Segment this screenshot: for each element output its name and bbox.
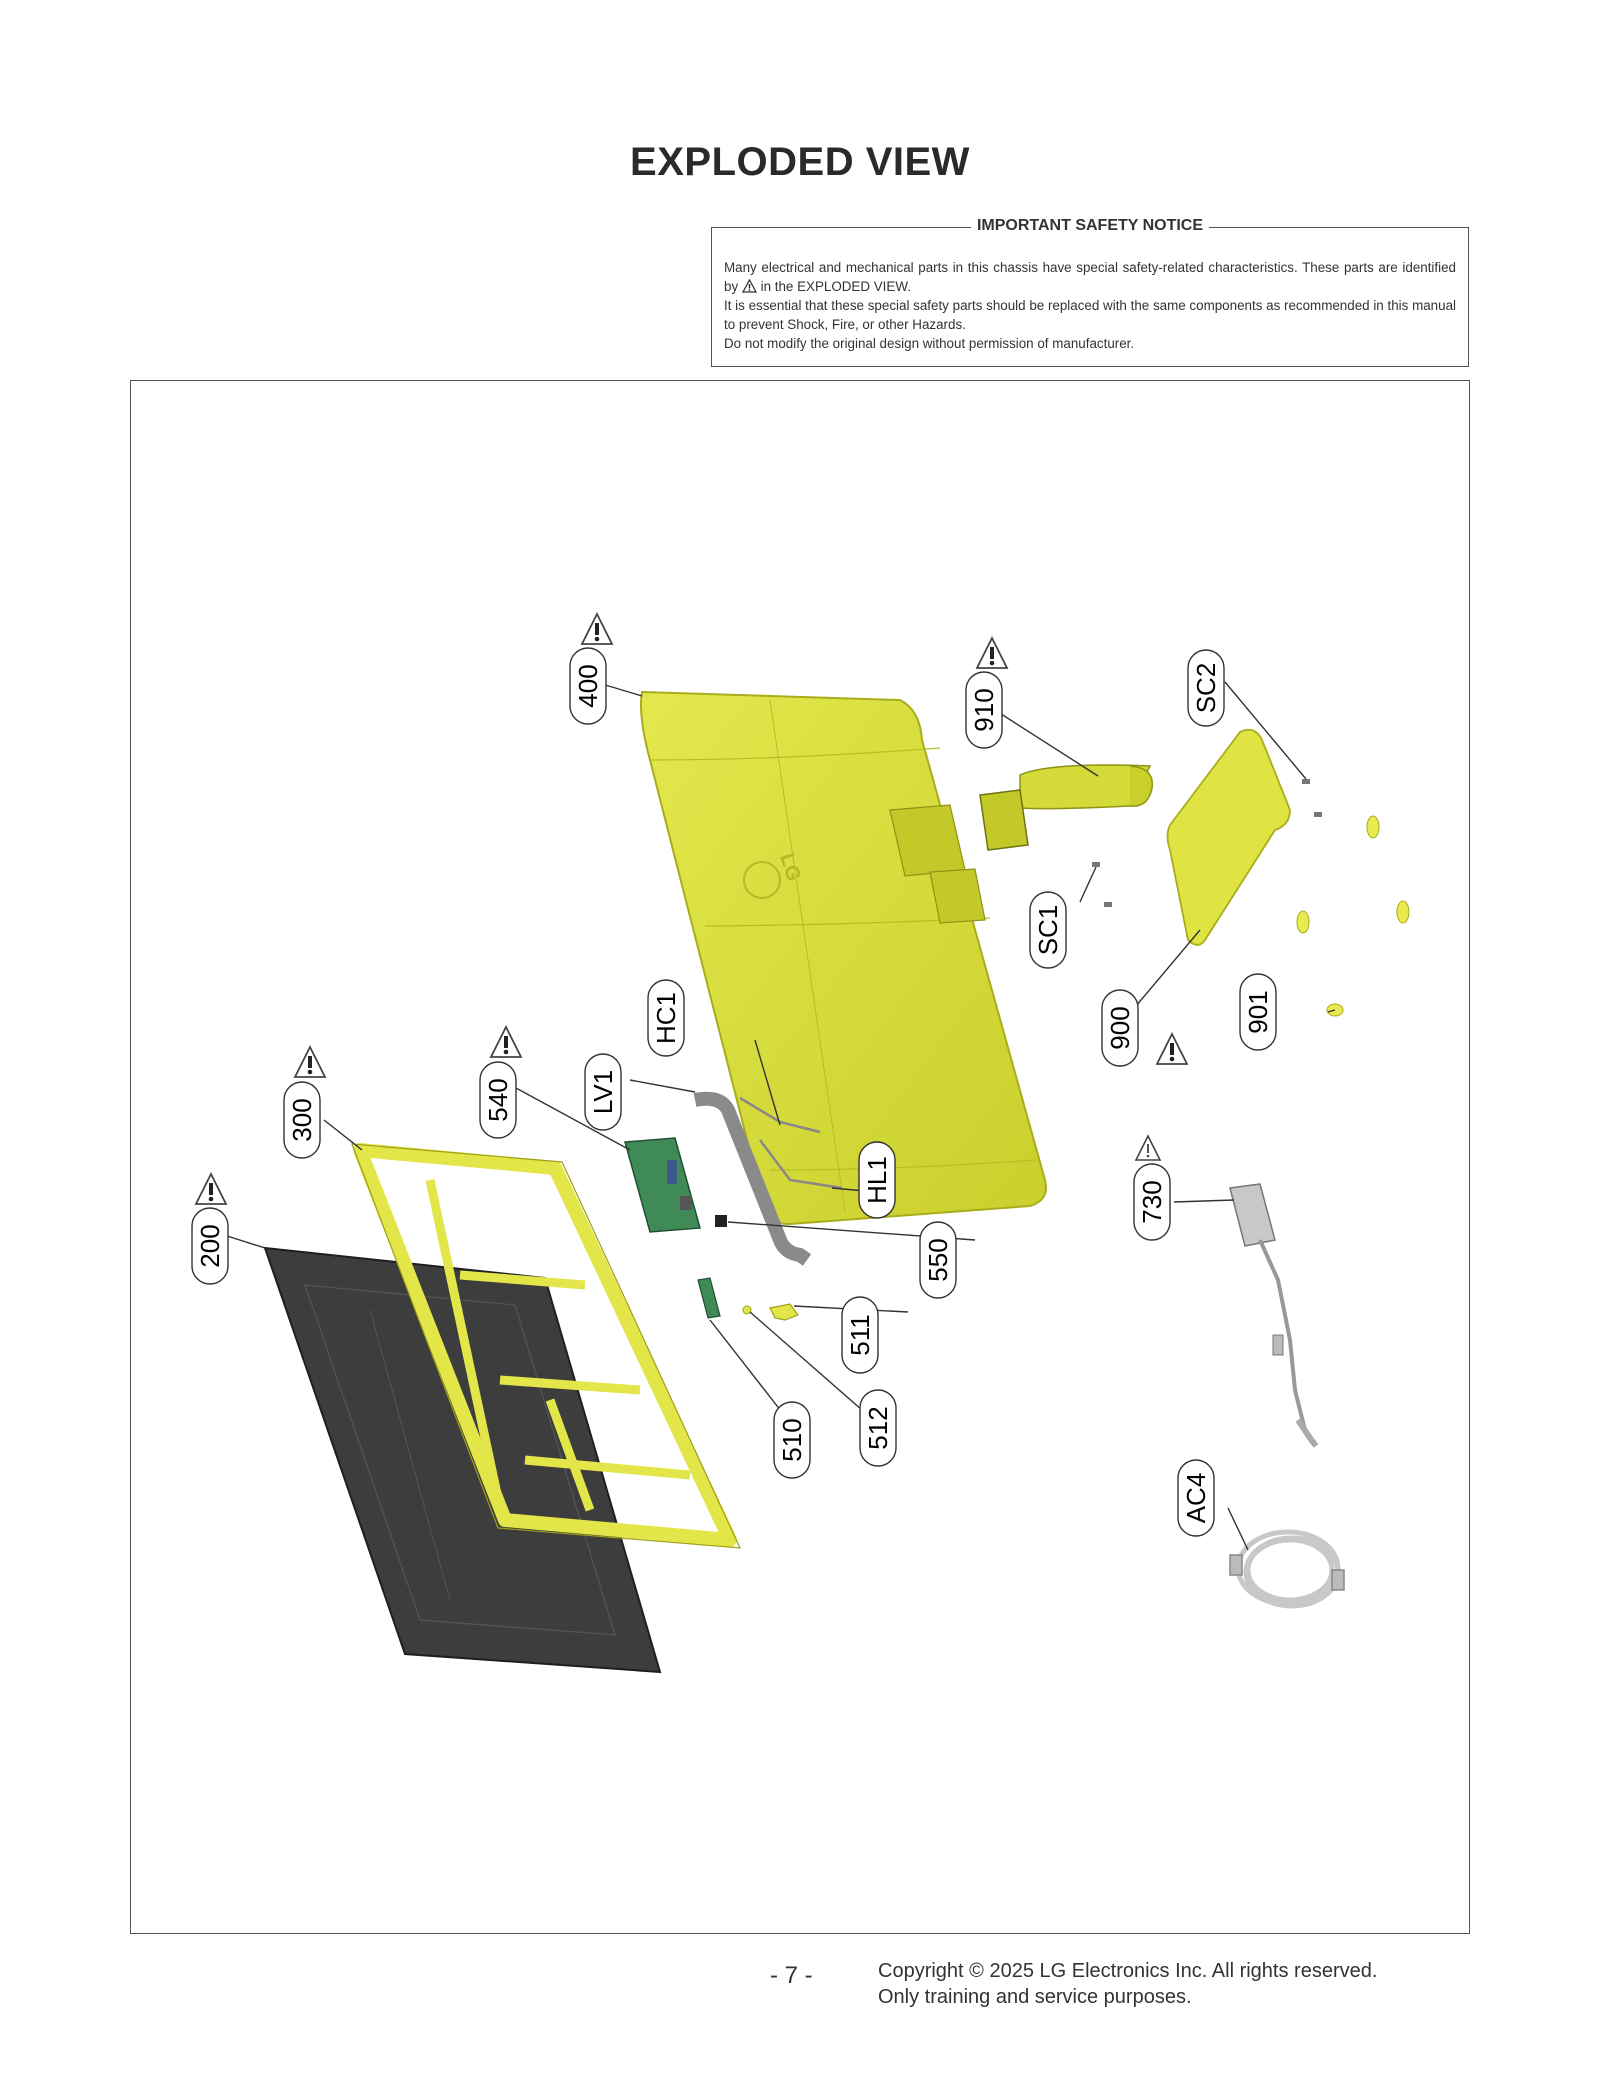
ferrite-core: [715, 1215, 727, 1227]
control-board: [697, 1277, 721, 1319]
power-cord: [1229, 1529, 1345, 1609]
label-550: 550: [923, 1238, 953, 1281]
label-511: 511: [845, 1314, 875, 1355]
back-cover: LG: [640, 690, 1047, 1226]
label-510: 510: [777, 1418, 807, 1461]
label-hl1: HL1: [862, 1156, 892, 1204]
label-901: 901: [1243, 990, 1273, 1033]
label-540: 540: [483, 1078, 513, 1121]
lvds-cable: [693, 1091, 812, 1266]
safety-notice-body: Many electrical and mechanical parts in …: [724, 258, 1456, 353]
label-730: 730: [1137, 1180, 1167, 1223]
main-frame: [353, 1143, 737, 1547]
page-number: - 7 -: [770, 1962, 813, 1989]
safety-notice-text-1a: Many electrical and mechanical parts in …: [724, 260, 1456, 294]
main-frame-outline: [351, 1143, 741, 1549]
harness-cables: [739, 1096, 843, 1190]
safety-notice-box: IMPORTANT SAFETY NOTICE Many electrical …: [711, 217, 1469, 367]
safety-notice-text-1b: in the EXPLODED VIEW.: [760, 279, 911, 294]
main-board: [624, 1137, 701, 1233]
rubber-feet: [1296, 815, 1410, 1017]
safety-notice-text-3: Do not modify the original design withou…: [724, 336, 1135, 351]
copyright-line-2: Only training and service purposes.: [878, 1986, 1192, 2008]
safety-notice-title: IMPORTANT SAFETY NOTICE: [970, 217, 1210, 234]
stand-base: [1166, 728, 1291, 946]
warning-triangle-icon: [741, 278, 757, 293]
label-lv1: LV1: [588, 1070, 618, 1114]
label-400: 400: [573, 664, 603, 707]
label-ac4: AC4: [1181, 1473, 1211, 1524]
ac-adapter: [1229, 1183, 1319, 1448]
label-sc1: SC1: [1033, 905, 1063, 956]
label-910: 910: [969, 688, 999, 731]
stand-body: [979, 764, 1154, 851]
screws: [1092, 779, 1322, 907]
label-sc2: SC2: [1191, 663, 1221, 714]
diagram-frame: [130, 380, 1470, 1934]
label-300: 300: [287, 1098, 317, 1141]
label-900: 900: [1105, 1006, 1135, 1049]
warning-outline-icon: [1134, 1134, 1162, 1161]
exploded-view-diagram: LG: [191, 613, 1410, 1674]
copyright-line-1: Copyright © 2025 LG Electronics Inc. All…: [878, 1960, 1378, 1982]
safety-notice-text-2: It is essential that these special safet…: [724, 298, 1456, 332]
copyright: Copyright © 2025 LG Electronics Inc. All…: [878, 1958, 1377, 2010]
control-button: [742, 1303, 799, 1321]
label-200: 200: [195, 1224, 225, 1267]
page-title: EXPLODED VIEW: [630, 140, 970, 184]
label-hc1: HC1: [651, 992, 681, 1044]
label-512: 512: [863, 1406, 893, 1449]
